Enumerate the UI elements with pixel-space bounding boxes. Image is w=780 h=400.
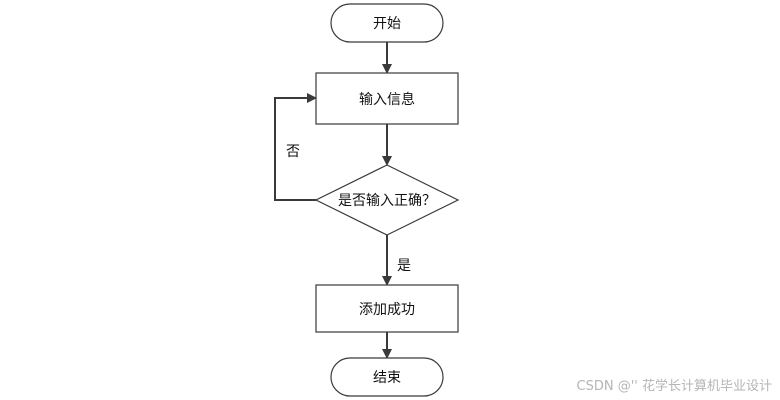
input-process-box	[315, 72, 459, 125]
input-label: 输入信息	[359, 91, 415, 108]
yes-edge-label: 是	[397, 258, 411, 274]
start-label: 开始	[373, 16, 401, 32]
end-terminal	[330, 357, 444, 397]
end-label: 结束	[373, 370, 401, 386]
success-process-box	[315, 284, 459, 333]
no-edge-label: 否	[286, 144, 300, 160]
watermark: CSDN @'' 花学长计算机毕业设计	[576, 379, 772, 394]
decision-label: 是否输入正确？	[338, 193, 436, 209]
arrow-no-loop-back	[274, 93, 317, 201]
success-label: 添加成功	[359, 302, 415, 318]
